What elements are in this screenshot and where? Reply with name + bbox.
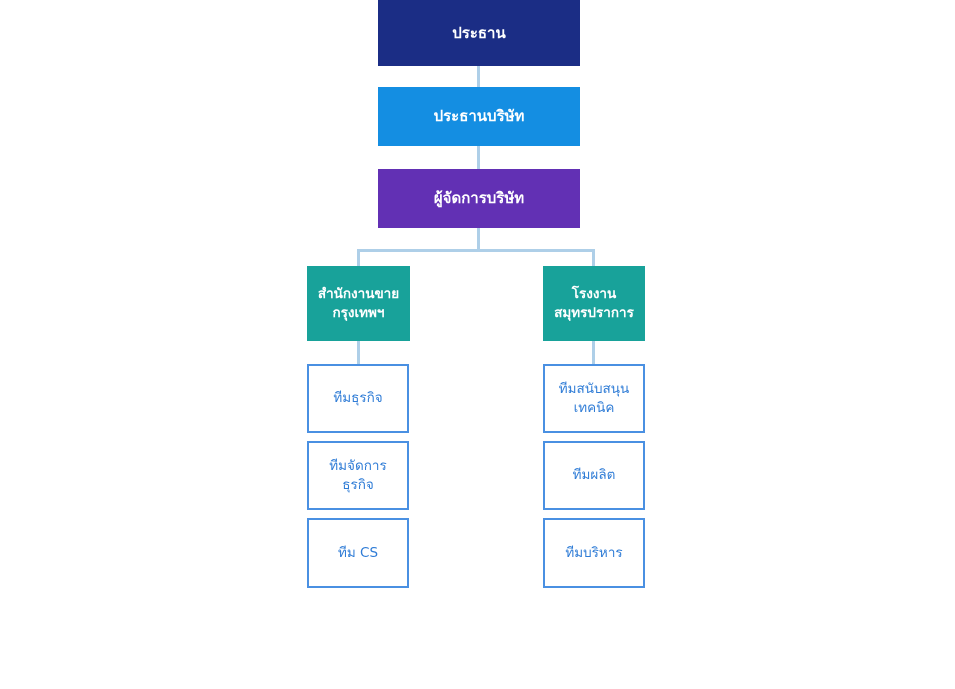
org-node-technical-support-team[interactable]: ทีมสนับสนุน เทคนิค	[543, 364, 645, 433]
org-node-production-team-label: ทีมผลิต	[572, 467, 616, 484]
connector-factory-to-teams	[592, 341, 595, 364]
org-node-business-team-label: ทีมธุรกิจ	[333, 390, 383, 407]
connector-branch-right-drop	[592, 249, 595, 266]
org-node-chairman-label: ประธาน	[452, 23, 506, 42]
org-node-company-manager-label: ผู้จัดการบริษัท	[433, 189, 525, 208]
org-node-technical-support-team-label: ทีมสนับสนุน เทคนิค	[558, 381, 630, 416]
connector-branch-left-drop	[357, 249, 360, 266]
org-node-cs-team-label: ทีม CS	[337, 544, 379, 561]
org-node-administration-team-label: ทีมบริหาร	[565, 544, 623, 561]
connector-bangkok-to-teams	[357, 341, 360, 364]
org-node-business-team[interactable]: ทีมธุรกิจ	[307, 364, 409, 433]
org-node-cs-team[interactable]: ทีม CS	[307, 518, 409, 588]
org-node-business-management-team-label: ทีมจัดการ ธุรกิจ	[329, 458, 387, 493]
org-node-bangkok-sales-office[interactable]: สำนักงานขาย กรุงเทพฯ	[307, 266, 410, 341]
org-node-administration-team[interactable]: ทีมบริหาร	[543, 518, 645, 588]
org-node-production-team[interactable]: ทีมผลิต	[543, 441, 645, 510]
connector-manager-stem	[477, 228, 480, 250]
connector-president-manager	[477, 146, 480, 169]
org-node-samut-prakan-factory-label: โรงงาน สมุทรปราการ	[554, 286, 634, 321]
org-node-bangkok-sales-office-label: สำนักงานขาย กรุงเทพฯ	[317, 286, 400, 321]
org-node-company-manager[interactable]: ผู้จัดการบริษัท	[378, 169, 580, 228]
org-node-company-president-label: ประธานบริษัท	[433, 107, 525, 126]
org-node-company-president[interactable]: ประธานบริษัท	[378, 87, 580, 146]
org-node-samut-prakan-factory[interactable]: โรงงาน สมุทรปราการ	[543, 266, 645, 341]
org-node-chairman[interactable]: ประธาน	[378, 0, 580, 66]
org-node-business-management-team[interactable]: ทีมจัดการ ธุรกิจ	[307, 441, 409, 510]
connector-chairman-president	[477, 66, 480, 87]
connector-branch-bar	[357, 249, 595, 252]
